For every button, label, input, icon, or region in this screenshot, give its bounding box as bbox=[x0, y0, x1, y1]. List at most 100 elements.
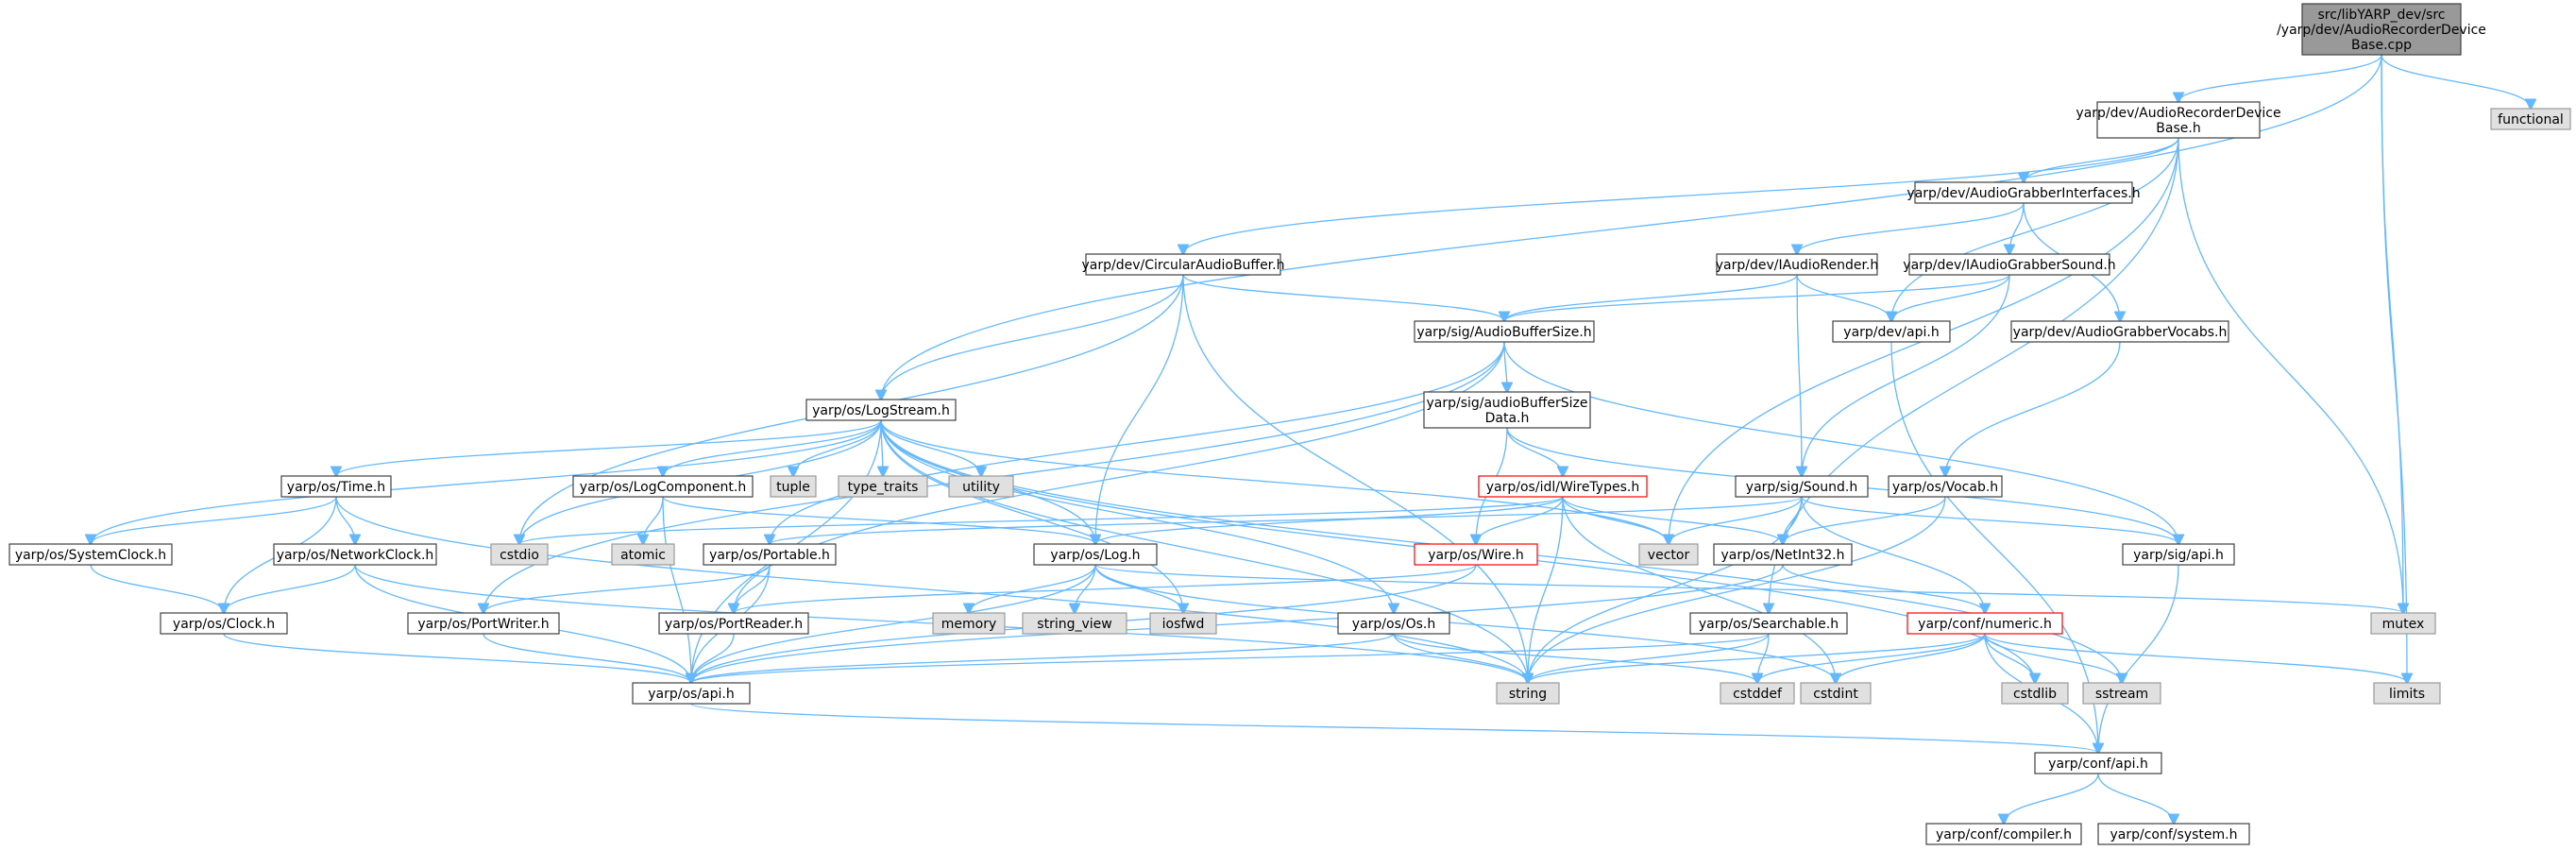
node-devapi-h[interactable]: yarp/dev/api.h bbox=[1832, 320, 1951, 343]
node-box bbox=[1720, 682, 1795, 705]
node-agi-h[interactable]: yarp/dev/AudioGrabberInterfaces.h bbox=[1907, 181, 2141, 204]
node-box bbox=[1713, 543, 1853, 566]
node-label: functional bbox=[2498, 112, 2564, 128]
node-box bbox=[1496, 682, 1560, 705]
node-label: cstddef bbox=[1733, 687, 1783, 702]
node-label: yarp/sig/audioBufferSize bbox=[1426, 396, 1587, 411]
edge-iags_h-to-absize_h bbox=[1504, 274, 2010, 321]
node-logstream-h[interactable]: yarp/os/LogStream.h bbox=[805, 399, 957, 421]
node-box bbox=[1888, 475, 2003, 498]
node-iar-h[interactable]: yarp/dev/IAudioRender.h bbox=[1716, 253, 1879, 276]
edge-numeric_h-to-cstdint bbox=[1836, 633, 1986, 683]
edge-netint32_h-to-osapi_h bbox=[691, 564, 1784, 683]
node-functional: functional bbox=[2490, 108, 2571, 130]
node-osapi-h[interactable]: yarp/os/api.h bbox=[632, 682, 751, 705]
edge-agi_h-to-iar_h bbox=[1797, 202, 2025, 254]
node-portreader-h[interactable]: yarp/os/PortReader.h bbox=[658, 612, 809, 635]
node-box bbox=[1423, 391, 1591, 429]
edge-log_h-to-cstdint bbox=[1094, 564, 1836, 683]
node-label: utility bbox=[962, 480, 1000, 495]
node-label: yarp/os/LogComponent.h bbox=[580, 480, 746, 495]
edge-iags_h-to-devapi_h bbox=[1891, 274, 2010, 321]
edge-absize_h-to-sigapi_h bbox=[1503, 341, 2178, 544]
node-box bbox=[1414, 320, 1595, 343]
edge-sound_h-to-string bbox=[1528, 496, 1803, 683]
node-os-h[interactable]: yarp/os/Os.h bbox=[1337, 612, 1450, 635]
edge-root-to-logstream_h bbox=[881, 54, 2382, 400]
node-portwriter-h[interactable]: yarp/os/PortWriter.h bbox=[407, 612, 560, 635]
edge-time_h-to-netclock_h bbox=[335, 496, 355, 544]
node-label: yarp/os/Os.h bbox=[1352, 617, 1435, 632]
node-netclock-h[interactable]: yarp/os/NetworkClock.h bbox=[273, 543, 437, 566]
node-label: yarp/dev/CircularAudioBuffer.h bbox=[1082, 258, 1285, 273]
node-sigapi-h[interactable]: yarp/sig/api.h bbox=[2122, 543, 2235, 566]
edge-absdata_h-to-wiretypes_h bbox=[1506, 427, 1563, 476]
node-type-traits: type_traits bbox=[838, 475, 928, 498]
edge-logstream_h-to-time_h bbox=[336, 419, 882, 476]
edge-iags_h-to-sound_h bbox=[1802, 274, 2010, 476]
node-wiretypes-h[interactable]: yarp/os/idl/WireTypes.h bbox=[1478, 475, 1648, 498]
edge-time_h-to-string bbox=[335, 496, 1528, 683]
edge-cab_h-to-absize_h bbox=[1182, 274, 1504, 321]
node-absize-h[interactable]: yarp/sig/AudioBufferSize.h bbox=[1414, 320, 1595, 343]
node-box bbox=[1414, 543, 1538, 566]
node-sysclock-h[interactable]: yarp/os/SystemClock.h bbox=[8, 543, 173, 566]
edge-numeric_h-to-cstdlib bbox=[1984, 633, 2035, 683]
node-iosfwd: iosfwd bbox=[1149, 612, 1217, 635]
node-agv-h[interactable]: yarp/dev/AudioGrabberVocabs.h bbox=[2010, 320, 2229, 343]
node-label: yarp/os/Portable.h bbox=[709, 548, 830, 563]
node-box bbox=[805, 399, 957, 421]
node-label: yarp/dev/IAudioGrabberSound.h bbox=[1903, 258, 2115, 273]
edge-logcomp_h-to-osapi_h bbox=[662, 496, 691, 683]
node-box bbox=[838, 475, 928, 498]
node-box bbox=[2301, 3, 2462, 56]
node-label: Base.cpp bbox=[2351, 38, 2412, 53]
edge-vocab_h-to-netint32_h bbox=[1783, 496, 1946, 544]
node-confapi-h[interactable]: yarp/conf/api.h bbox=[2034, 752, 2162, 774]
node-logcomp-h[interactable]: yarp/os/LogComponent.h bbox=[572, 475, 754, 498]
node-label: type_traits bbox=[848, 480, 919, 495]
node-label: yarp/conf/numeric.h bbox=[1918, 617, 2052, 632]
node-box bbox=[1907, 612, 2063, 635]
file-nodes: src/libYARP_dev/src/yarp/dev/AudioRecord… bbox=[8, 3, 2571, 845]
edge-sigapi_h-to-confapi_h bbox=[2098, 564, 2179, 753]
node-cab-h[interactable]: yarp/dev/CircularAudioBuffer.h bbox=[1082, 253, 1285, 276]
node-portable-h[interactable]: yarp/os/Portable.h bbox=[703, 543, 837, 566]
node-label: yarp/sig/AudioBufferSize.h bbox=[1416, 325, 1591, 340]
node-compiler-h[interactable]: yarp/conf/compiler.h bbox=[1925, 823, 2082, 845]
node-box bbox=[2001, 682, 2069, 705]
node-label: yarp/sig/Sound.h bbox=[1746, 480, 1857, 495]
node-searchable-h[interactable]: yarp/os/Searchable.h bbox=[1689, 612, 1848, 635]
node-numeric-h[interactable]: yarp/conf/numeric.h bbox=[1907, 612, 2063, 635]
node-memory: memory bbox=[932, 612, 1006, 635]
node-box bbox=[1689, 612, 1848, 635]
node-label: yarp/dev/AudioRecorderDevice bbox=[2076, 106, 2280, 121]
node-wire-h[interactable]: yarp/os/Wire.h bbox=[1414, 543, 1538, 566]
edge-sound_h-to-netint32_h bbox=[1783, 496, 1803, 544]
node-time-h[interactable]: yarp/os/Time.h bbox=[280, 475, 392, 498]
node-label: tuple bbox=[776, 480, 810, 495]
node-netint32-h[interactable]: yarp/os/NetInt32.h bbox=[1713, 543, 1853, 566]
edge-log_h-to-mutex bbox=[1094, 564, 2403, 613]
node-box bbox=[1478, 475, 1648, 498]
node-box bbox=[1337, 612, 1450, 635]
node-system-h[interactable]: yarp/conf/system.h bbox=[2097, 823, 2250, 845]
edge-cab_h-to-log_h bbox=[1095, 274, 1184, 544]
edge-logstream_h-to-os_h bbox=[880, 419, 1394, 613]
node-box bbox=[632, 682, 751, 705]
node-box bbox=[280, 475, 392, 498]
node-iags-h[interactable]: yarp/dev/IAudioGrabberSound.h bbox=[1903, 253, 2116, 276]
node-box bbox=[1914, 181, 2133, 204]
node-sound-h[interactable]: yarp/sig/Sound.h bbox=[1735, 475, 1869, 498]
node-vocab-h[interactable]: yarp/os/Vocab.h bbox=[1888, 475, 2003, 498]
node-log-h[interactable]: yarp/os/Log.h bbox=[1033, 543, 1158, 566]
node-clock-h[interactable]: yarp/os/Clock.h bbox=[160, 612, 288, 635]
node-box bbox=[703, 543, 837, 566]
node-label: yarp/os/PortReader.h bbox=[665, 617, 803, 632]
node-box bbox=[2082, 682, 2161, 705]
node-root[interactable]: src/libYARP_dev/src/yarp/dev/AudioRecord… bbox=[2277, 3, 2486, 56]
node-label: string bbox=[1509, 687, 1547, 702]
node-label: yarp/os/Clock.h bbox=[173, 617, 275, 632]
